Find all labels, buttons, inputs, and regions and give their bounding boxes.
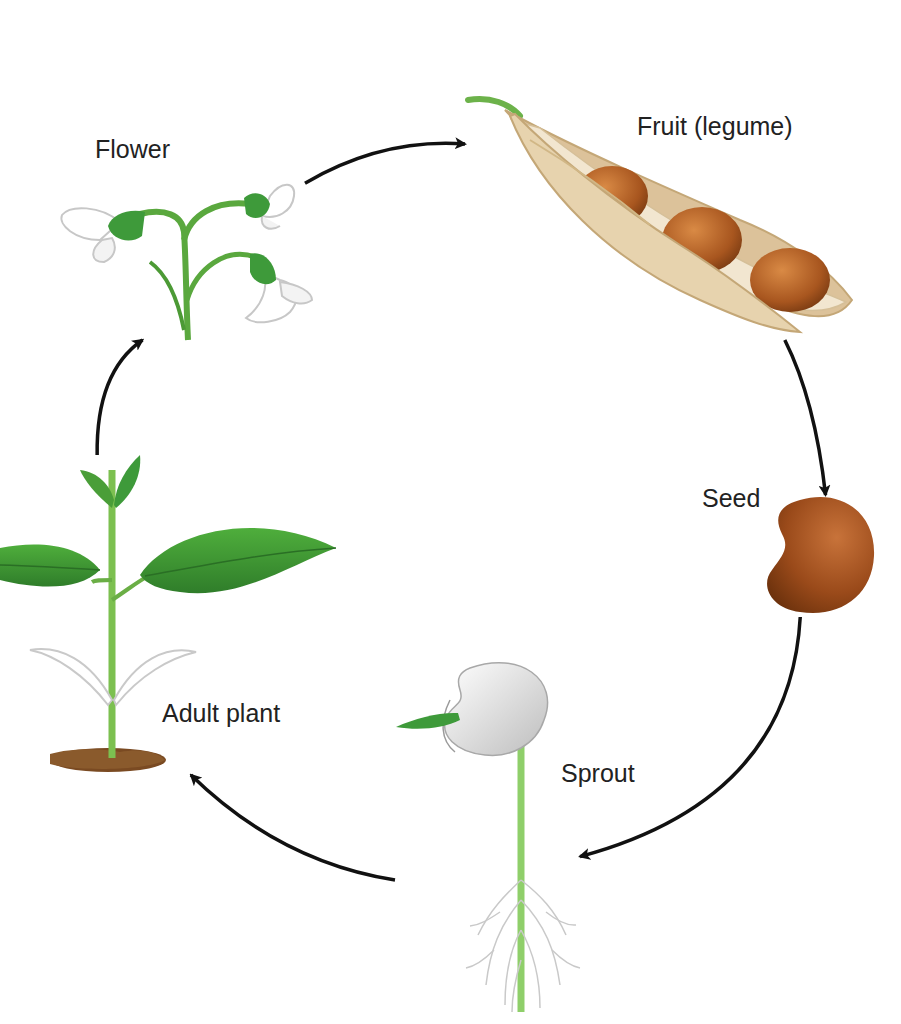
fruit-stage: Fruit (legume): [465, 95, 855, 340]
stage-label: Flower: [95, 134, 170, 164]
stage-label: Seed: [702, 483, 760, 513]
cycle-arrow: [305, 143, 465, 183]
stage-label: Fruit (legume): [637, 111, 793, 141]
flower-stage: Flower: [55, 180, 305, 340]
stage-label: Adult plant: [162, 698, 280, 728]
adult-plant-illustration: [0, 455, 336, 772]
sprout-illustration: [396, 663, 580, 1012]
cycle-arrow: [97, 340, 142, 455]
cycle-arrow: [191, 775, 395, 880]
flower-illustration: [61, 185, 312, 340]
sprout-stage: Sprout: [395, 655, 580, 1015]
cycle-arrow: [580, 617, 800, 857]
stage-label: Sprout: [561, 758, 635, 788]
legume-pod-illustration: [468, 99, 852, 332]
adult-plant-stage: Adult plant: [0, 455, 335, 775]
cycle-arrow: [785, 340, 826, 495]
seed-illustration: [767, 497, 874, 613]
seed-stage: Seed: [760, 495, 875, 617]
